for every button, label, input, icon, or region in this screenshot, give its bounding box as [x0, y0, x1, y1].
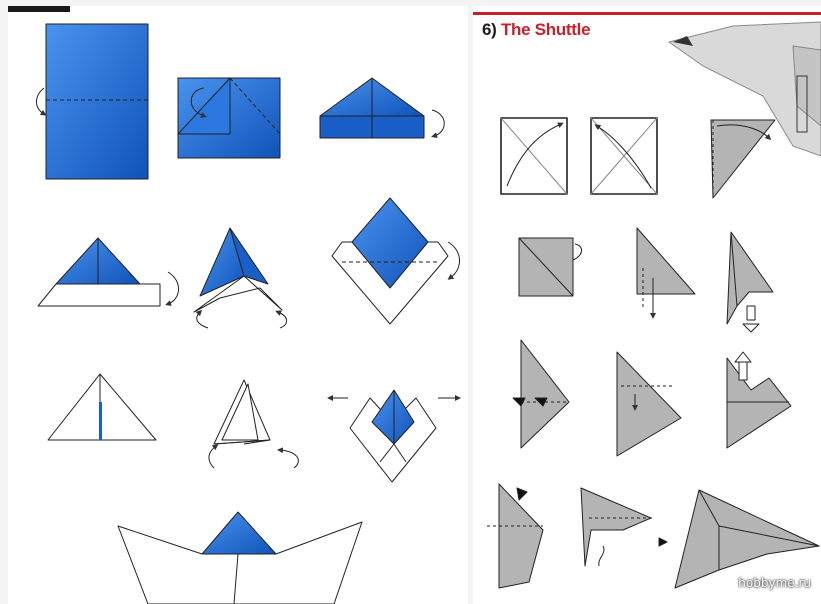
step-8 — [209, 380, 298, 468]
curved-arrow-icon — [168, 272, 179, 304]
up-arrow-icon — [735, 352, 751, 362]
step-2 — [178, 78, 280, 158]
step-4 — [38, 238, 179, 306]
shuttle-step-11 — [581, 488, 667, 566]
shuttle-step-5 — [637, 228, 695, 316]
shuttle-step-8 — [617, 352, 681, 456]
shuttle-step-1 — [501, 118, 567, 194]
shuttle-step-6 — [727, 232, 773, 332]
curved-arrow-icon — [432, 110, 444, 136]
step-7 — [48, 374, 156, 440]
curved-arrow-icon — [280, 450, 298, 468]
grey-fold-diagram — [473, 6, 821, 604]
step-3 — [320, 78, 444, 138]
step-5 — [194, 228, 287, 328]
left-instruction-page — [8, 6, 468, 604]
down-arrow-icon — [743, 324, 759, 332]
curved-arrow-icon — [278, 312, 287, 328]
step-9 — [330, 390, 458, 482]
shuttle-instruction-page: 6) The Shuttle — [473, 6, 821, 604]
blue-fold-diagram — [8, 6, 468, 604]
curved-arrow-icon — [448, 242, 460, 278]
shuttle-step-9 — [727, 352, 791, 448]
step-6 — [332, 198, 460, 324]
shuttle-final-plane — [675, 490, 819, 588]
step-10-boat — [118, 512, 362, 604]
shuttle-step-10 — [487, 484, 543, 588]
shuttle-step-7 — [513, 340, 569, 448]
shuttle-step-2 — [591, 118, 657, 194]
curved-arrow-icon — [197, 312, 208, 328]
shuttle-step-4 — [519, 238, 582, 296]
curved-arrow-icon — [209, 446, 216, 468]
step-1 — [37, 24, 149, 179]
watermark: hobbyme.ru — [738, 576, 811, 590]
curved-arrow-icon — [37, 88, 45, 114]
shuttle-step-3 — [711, 120, 775, 198]
